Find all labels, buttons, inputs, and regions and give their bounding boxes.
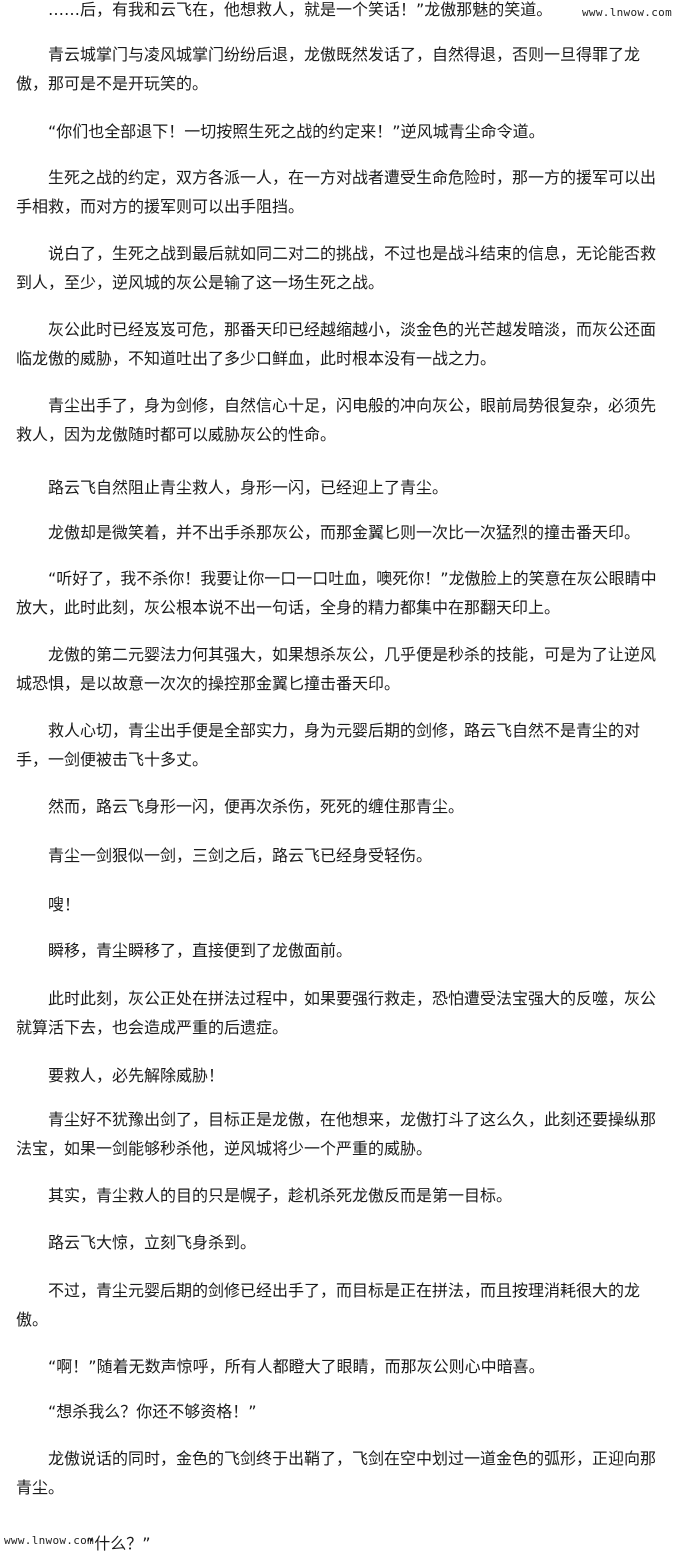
paragraph: 路云飞大惊，立刻飞身杀到。 [48, 1233, 257, 1252]
paragraph: 青尘一剑狠似一剑，三剑之后，路云飞已经身受轻伤。 [48, 846, 433, 865]
paragraph: “啊！”随着无数声惊呼，所有人都瞪大了眼睛，而那灰公则心中暗喜。 [48, 1357, 545, 1376]
paragraph: 此时此刻，灰公正处在拼法过程中，如果要强行救走，恐怕遭受法宝强大的反噬，灰公就算… [16, 989, 657, 1037]
paragraph: 然而，路云飞身形一闪，便再次杀伤，死死的缠住那青尘。 [48, 797, 465, 816]
paragraph: 嗖！ [48, 895, 81, 914]
paragraph: ……后，有我和云飞在，他想救人，就是一个笑话！”龙傲那魅的笑道。 [48, 0, 553, 19]
paragraph: “听好了，我不杀你！我要让你一口一口吐血，噢死你！”龙傲脸上的笑意在灰公眼睛中放… [16, 569, 657, 617]
paragraph: 龙傲却是微笑着，并不出手杀那灰公，而那金翼匕则一次比一次猛烈的撞击番天印。 [48, 523, 641, 542]
paragraph: 灰公此时已经岌岌可危，那番天印已经越缩越小，淡金色的光芒越发暗淡，而灰公还面临龙… [16, 320, 657, 368]
paragraph: 生死之战的约定，双方各派一人，在一方对战者遭受生命危险时，那一方的援军可以出手相… [16, 168, 657, 216]
paragraph: 瞬移，青尘瞬移了，直接便到了龙傲面前。 [48, 941, 353, 960]
watermark-top: www.lnwow.com [582, 6, 672, 19]
paragraph: “想杀我么？你还不够资格！” [48, 1402, 257, 1421]
paragraph: 要救人，必先解除威胁！ [48, 1066, 225, 1085]
bottom-text-fragment: “什么？” [86, 1534, 151, 1553]
paragraph: 青尘好不犹豫出剑了，目标正是龙傲，在他想来，龙傲打斗了这么久，此刻还要操纵那法宝… [16, 1110, 657, 1158]
paragraph: 救人心切，青尘出手便是全部实力，身为元婴后期的剑修，路云飞自然不是青尘的对手，一… [16, 721, 641, 769]
paragraph: 不过，青尘元婴后期的剑修已经出手了，而目标是正在拼法，而且按理消耗很大的龙傲。 [16, 1281, 641, 1329]
paragraph: 路云飞自然阻止青尘救人，身形一闪，已经迎上了青尘。 [48, 478, 449, 497]
paragraph: 青尘出手了，身为剑修，自然信心十足，闪电般的冲向灰公，眼前局势很复杂，必须先救人… [16, 396, 657, 444]
paragraph: 青云城掌门与凌风城掌门纷纷后退，龙傲既然发话了，自然得退，否则一旦得罪了龙傲，那… [16, 45, 641, 93]
paragraph: “你们也全部退下！一切按照生死之战的约定来！”逆风城青尘命令道。 [48, 122, 545, 141]
paragraph: 其实，青尘救人的目的只是幌子，趁机杀死龙傲反而是第一目标。 [48, 1186, 513, 1205]
paragraph: 龙傲说话的同时，金色的飞剑终于出鞘了，飞剑在空中划过一道金色的弧形，正迎向那青尘… [16, 1449, 657, 1497]
paragraph: 龙傲的第二元婴法力何其强大，如果想杀灰公，几乎便是秒杀的技能，可是为了让逆风城恐… [16, 645, 657, 693]
paragraph: 说白了，生死之战到最后就如同二对二的挑战，不过也是战斗结束的信息，无论能否救到人… [16, 244, 657, 292]
watermark-bottom: www.lnwow.com [4, 1534, 94, 1547]
